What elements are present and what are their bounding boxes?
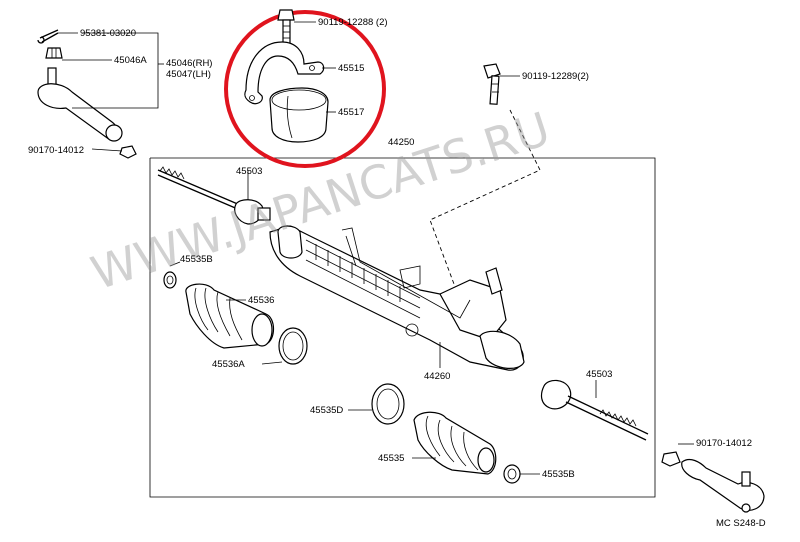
bracket-45515-icon	[244, 41, 325, 105]
label-45535d: 45535D	[310, 405, 343, 416]
label-45047: 45047(LH)	[166, 69, 211, 80]
label-90119-top: 90119-12288 (2)	[318, 17, 388, 28]
label-45515: 45515	[338, 63, 364, 74]
label-45535: 45535	[378, 453, 404, 464]
cotter-pin-icon	[37, 29, 59, 44]
label-44260: 44260	[424, 371, 450, 382]
castle-nut-icon	[45, 47, 63, 59]
label-45535b-bottom: 45535B	[542, 469, 575, 480]
nut-right-icon	[661, 451, 681, 467]
tie-rod-end-right-icon	[681, 458, 765, 513]
assembly-frame	[149, 157, 656, 498]
boot-45535-icon	[413, 411, 497, 475]
clamp-45535b-bottom-icon	[503, 464, 521, 484]
label-90170-right: 90170-14012	[696, 438, 752, 449]
label-45535b-left: 45535B	[180, 254, 213, 265]
clamp-45535d-icon	[371, 383, 405, 425]
bolt-right-icon	[483, 63, 501, 105]
label-45503-right: 45503	[586, 369, 612, 380]
label-45517: 45517	[338, 107, 364, 118]
label-45046: 45046(RH)	[166, 58, 212, 69]
nut-left-icon	[119, 145, 137, 159]
clamp-45536a-icon	[278, 327, 308, 365]
bolt-top-icon	[277, 9, 295, 49]
tie-rod-end-left-icon	[37, 67, 123, 142]
label-45046a: 45046A	[114, 55, 147, 66]
label-45536a: 45536A	[212, 359, 245, 370]
boot-45536-icon	[185, 283, 275, 349]
label-diagram-code: MC S248-D	[716, 518, 766, 529]
label-90119-right: 90119-12289(2)	[522, 71, 589, 82]
label-95381: 95381-03020	[80, 28, 136, 39]
label-45536: 45536	[248, 295, 274, 306]
label-45503-top: 45503	[236, 166, 262, 177]
label-44250: 44250	[388, 137, 414, 148]
label-90170-left: 90170-14012	[28, 145, 84, 156]
rack-housing-icon	[269, 225, 525, 371]
bush-45517-icon	[269, 87, 329, 143]
clamp-45535b-left-icon	[163, 271, 177, 289]
tie-rod-right-icon	[540, 379, 649, 441]
red-highlight-circle	[224, 10, 386, 168]
tie-rod-left-icon	[157, 166, 271, 225]
